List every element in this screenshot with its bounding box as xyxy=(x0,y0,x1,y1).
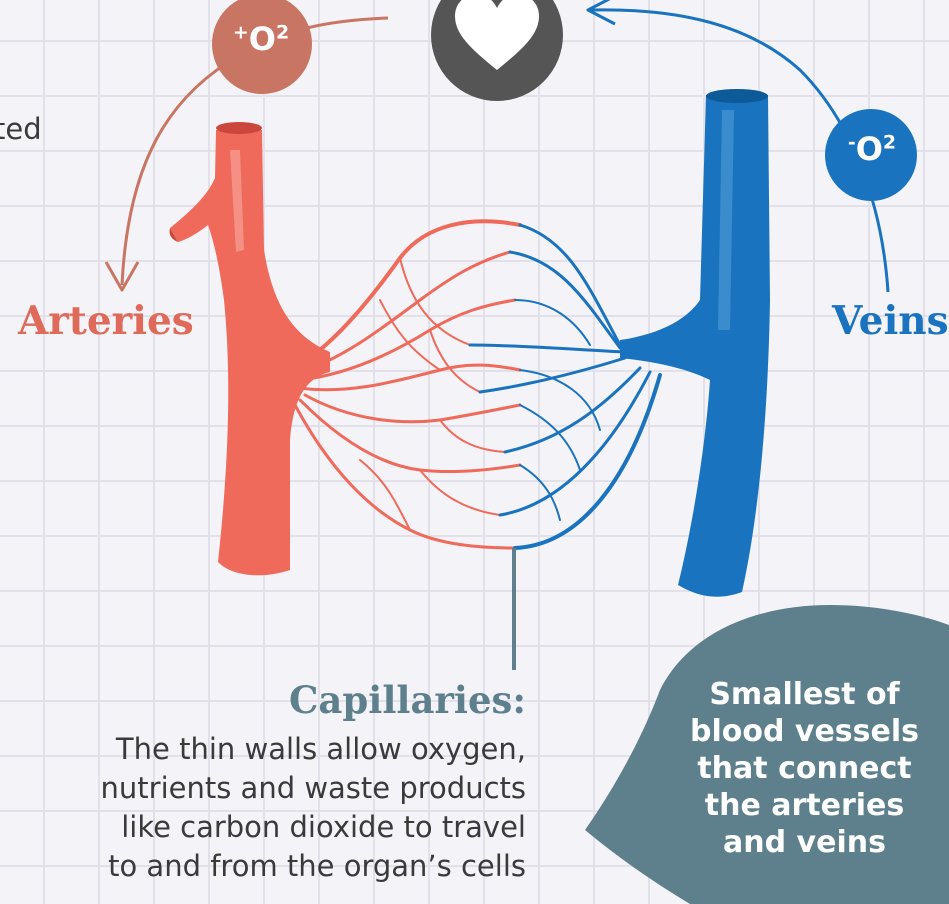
callout-line: blood vessels xyxy=(672,713,937,750)
artery-vessel xyxy=(170,122,330,575)
heart-icon xyxy=(431,0,563,101)
badge-o: O xyxy=(249,20,276,58)
badge-sign-plus: + xyxy=(233,21,249,43)
arteries-label: Arteries xyxy=(18,298,194,344)
capillaries-description-line: The thin walls allow oxygen, xyxy=(0,730,526,769)
callout-line: and veins xyxy=(672,824,937,861)
veins-label: Veins xyxy=(832,298,949,344)
capillary-network xyxy=(290,221,520,548)
oxygenated-badge-label: +O2 xyxy=(216,20,306,58)
badge-sign-minus: - xyxy=(848,131,856,153)
partial-left-text: ted xyxy=(0,112,42,146)
callout-text: Smallest of blood vessels that connect t… xyxy=(672,676,937,861)
callout-line: the arteries xyxy=(672,787,937,824)
vein-vessel xyxy=(620,89,770,597)
badge-o: O xyxy=(856,130,883,168)
callout-line: that connect xyxy=(672,750,937,787)
badge-sub-2: 2 xyxy=(276,21,289,43)
capillaries-description-line: nutrients and waste products xyxy=(0,769,526,808)
callout-line: Smallest of xyxy=(672,676,937,713)
capillaries-description-line: like carbon dioxide to travel xyxy=(0,808,526,847)
capillaries-description-line: to and from the organ’s cells xyxy=(0,847,526,886)
capillaries-description: The thin walls allow oxygen, nutrients a… xyxy=(0,730,526,886)
deoxygenated-badge-label: -O2 xyxy=(827,130,917,168)
capillaries-title: Capillaries: xyxy=(289,678,526,722)
badge-sub-2: 2 xyxy=(883,131,896,153)
